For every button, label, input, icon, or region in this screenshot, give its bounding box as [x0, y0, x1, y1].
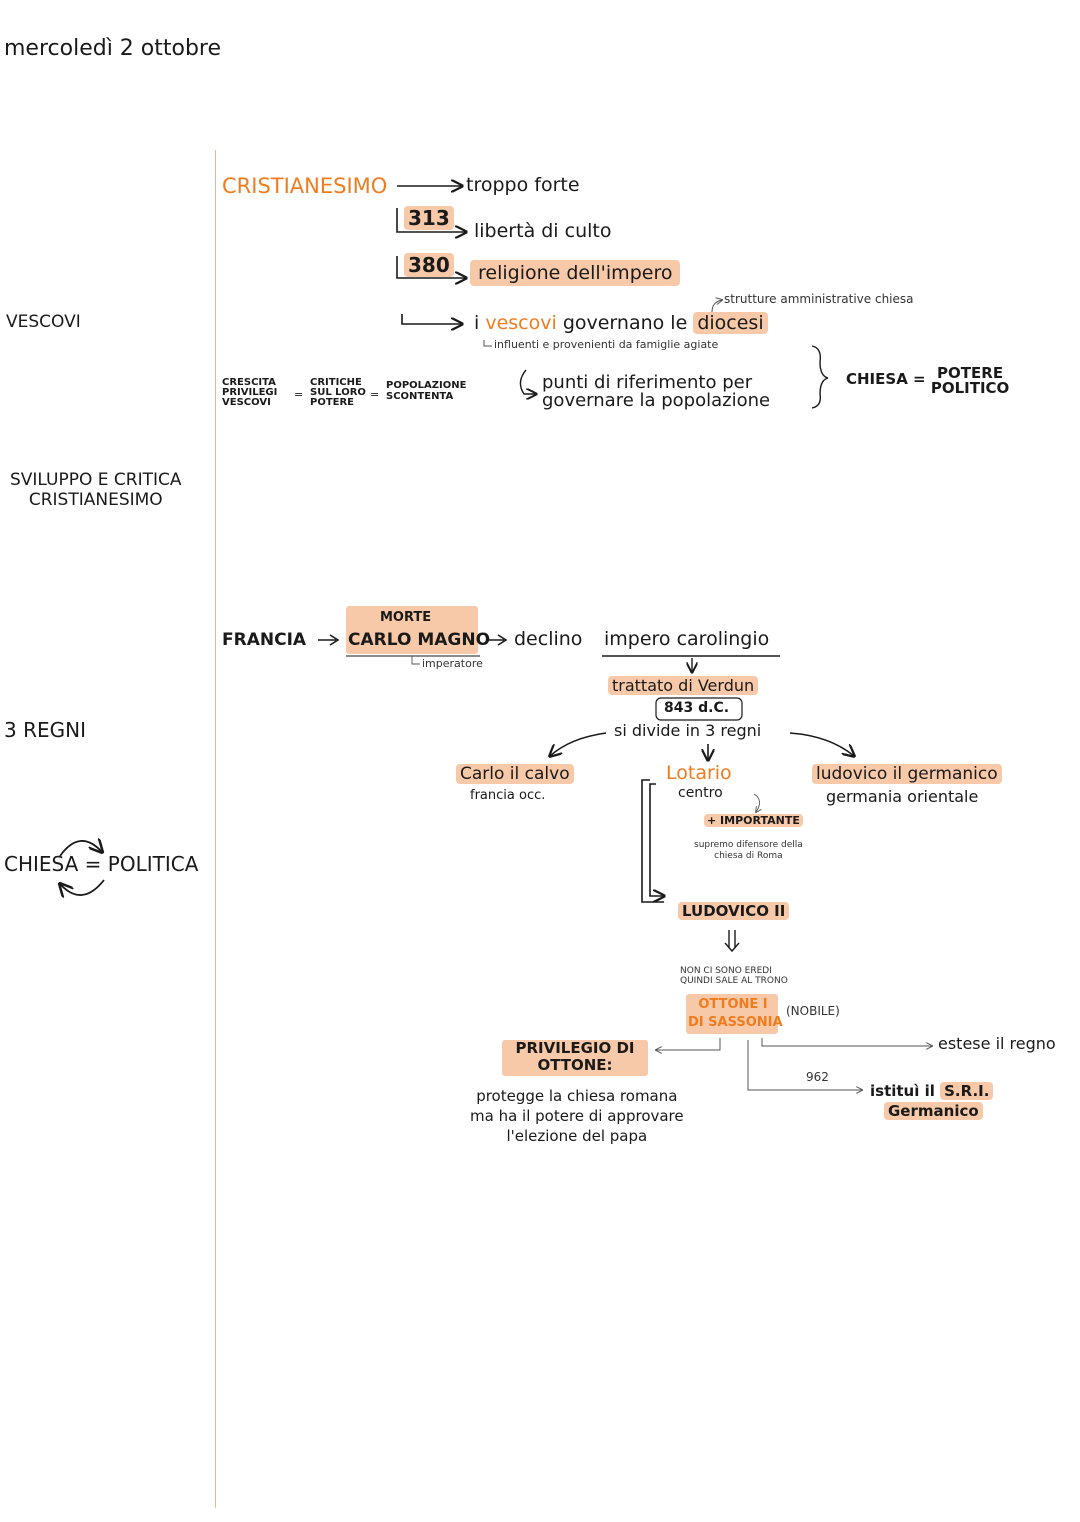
carlo-magno-box — [346, 606, 478, 654]
sri-label: S.R.I. — [940, 1082, 994, 1100]
crescita-block: CRESCITA PRIVILEGI VESCOVI — [222, 378, 277, 408]
privilegio-line1: PRIVILEGIO DI — [515, 1039, 635, 1057]
ottone-label: OTTONE I DI SASSONIA — [688, 996, 783, 1032]
margin-line — [215, 150, 216, 1508]
ludovico-ii-label: LUDOVICO II — [678, 902, 790, 920]
strutture-note: strutture amministrative chiesa — [724, 292, 914, 306]
anno-843: 843 d.C. — [664, 700, 730, 716]
protegge-note: protegge la chiesa romana ma ha il poter… — [470, 1086, 684, 1146]
potere-label: POTERE — [937, 364, 1004, 382]
estese-regno: estese il regno — [938, 1034, 1056, 1053]
i-label: i — [474, 312, 480, 334]
protegge-line1: protegge la chiesa romana — [476, 1087, 678, 1105]
liberta-di-culto: libertà di culto — [474, 220, 612, 242]
morte-label: MORTE — [380, 610, 432, 625]
germania-orientale: germania orientale — [826, 787, 979, 806]
ottone-line2: DI SASSONIA — [688, 1015, 783, 1030]
ottone-block — [686, 994, 778, 1034]
crescita-line2: PRIVILEGI — [222, 387, 278, 398]
protegge-line3: l'elezione del papa — [506, 1127, 648, 1145]
margin-note-sviluppo: SVILUPPO E CRITICA CRISTIANESIMO — [10, 470, 182, 510]
non-eredi-line2: QUINDI SALE AL TRONO — [680, 976, 788, 986]
margin-note-vescovi: VESCOVI — [6, 312, 81, 332]
trattato-verdun: trattato di Verdun — [608, 676, 759, 695]
popolazione-line1: POPOLAZIONE — [386, 380, 467, 391]
eq-2: = — [370, 388, 380, 401]
politica-label: POLITICA — [107, 852, 199, 876]
centro-label: centro — [678, 785, 723, 801]
supremo-note: supremo difensore della chiesa di Roma — [694, 840, 803, 862]
impero-carolingio: impero carolingio — [604, 628, 770, 650]
non-eredi-note: NON CI SONO EREDI QUINDI SALE AL TRONO — [680, 966, 788, 986]
ottone-line1: OTTONE I — [698, 997, 768, 1012]
religione-impero: religione dell'impero — [470, 260, 681, 286]
critiche-block: CRITICHE SUL LORO POTERE — [310, 378, 366, 408]
vescovi-label: vescovi — [485, 312, 557, 334]
punti-riferimento: punti di riferimento per governare la po… — [542, 374, 770, 410]
chiesa-eq-label: CHIESA = — [846, 370, 926, 388]
importante-label: + IMPORTANTE — [704, 814, 803, 827]
eq-1: = — [294, 388, 304, 401]
page-date: mercoledì 2 ottobre — [4, 36, 222, 61]
francia-occ: francia occ. — [470, 788, 546, 803]
privilegio-label: PRIVILEGIO DI OTTONE: — [504, 1040, 646, 1074]
trattato-label: trattato di Verdun — [608, 676, 759, 695]
vescovi-governano: i vescovi governano le diocesi — [474, 312, 768, 334]
year-313-label: 313 — [404, 206, 454, 230]
margin-note-sviluppo-line1: SVILUPPO E CRITICA — [10, 470, 182, 490]
privilegio-line2: OTTONE: — [537, 1056, 613, 1074]
popolazione-block: POPOLAZIONE SCONTENTA — [386, 380, 466, 402]
year-380: 380 — [404, 253, 454, 277]
margin-note-tre-regni: 3 REGNI — [4, 718, 86, 742]
popolazione-line2: SCONTENTA — [386, 391, 454, 402]
crescita-line3: VESCOVI — [222, 397, 271, 408]
ludovico-germanico: ludovico il germanico — [812, 764, 1002, 784]
francia-label: FRANCIA — [222, 630, 307, 650]
supremo-line1: supremo difensore della — [694, 840, 803, 850]
carlo-magno-label: CARLO MAGNO — [348, 630, 491, 650]
carlo-calvo-label: Carlo il calvo — [456, 764, 574, 784]
ludovico-germanico-label: ludovico il germanico — [812, 764, 1002, 784]
politico-label: POLITICO — [930, 379, 1010, 397]
margin-note-chiesa-politica: CHIESA = POLITICA — [4, 852, 198, 876]
critiche-line3: POTERE — [310, 397, 355, 408]
lotario-label: Lotario — [666, 762, 732, 784]
importante-text: + IMPORTANTE — [704, 814, 803, 827]
protegge-line2: ma ha il potere di approvare — [470, 1107, 684, 1125]
istitui-sri: istituì il S.R.I. — [870, 1082, 994, 1100]
influenti-note: influenti e provenienti da famiglie agia… — [494, 338, 719, 351]
nobile-note: (NOBILE) — [786, 1004, 840, 1018]
diocesi-label: diocesi — [693, 312, 768, 334]
germanico-label: Germanico — [884, 1102, 983, 1120]
declino-label: declino — [514, 628, 583, 650]
privilegio-ottone — [502, 1040, 648, 1076]
ludovico-ii: LUDOVICO II — [678, 902, 790, 920]
cristianesimo-title: CRISTIANESIMO — [222, 174, 388, 198]
imperatore-note: imperatore — [422, 657, 483, 670]
chiesa-label: CHIESA — [4, 852, 79, 876]
equals-sign: = — [84, 852, 102, 876]
divide-3-regni: si divide in 3 regni — [614, 721, 762, 740]
religione-impero-label: religione dell'impero — [470, 260, 681, 286]
punti-line1: punti di riferimento per — [542, 372, 753, 393]
anno-962: 962 — [806, 1070, 829, 1084]
troppo-forte: troppo forte — [466, 174, 580, 196]
year-380-label: 380 — [404, 253, 454, 277]
germanico-text: Germanico — [884, 1102, 983, 1120]
carlo-calvo: Carlo il calvo — [456, 764, 574, 784]
crescita-line1: CRESCITA — [222, 377, 276, 388]
chiesa-potere-politico: CHIESA = POTERE POLITICO — [846, 366, 1009, 397]
critiche-line1: CRITICHE — [310, 377, 362, 388]
margin-note-sviluppo-line2: CRISTIANESIMO — [28, 490, 163, 510]
istitui-label: istituì il — [870, 1082, 935, 1100]
supremo-line2: chiesa di Roma — [714, 851, 783, 861]
critiche-line2: SUL LORO — [310, 387, 366, 398]
governano-label: governano le — [562, 312, 688, 334]
year-313: 313 — [404, 206, 454, 230]
non-eredi-line1: NON CI SONO EREDI — [680, 966, 772, 976]
punti-line2: governare la popolazione — [542, 390, 771, 411]
